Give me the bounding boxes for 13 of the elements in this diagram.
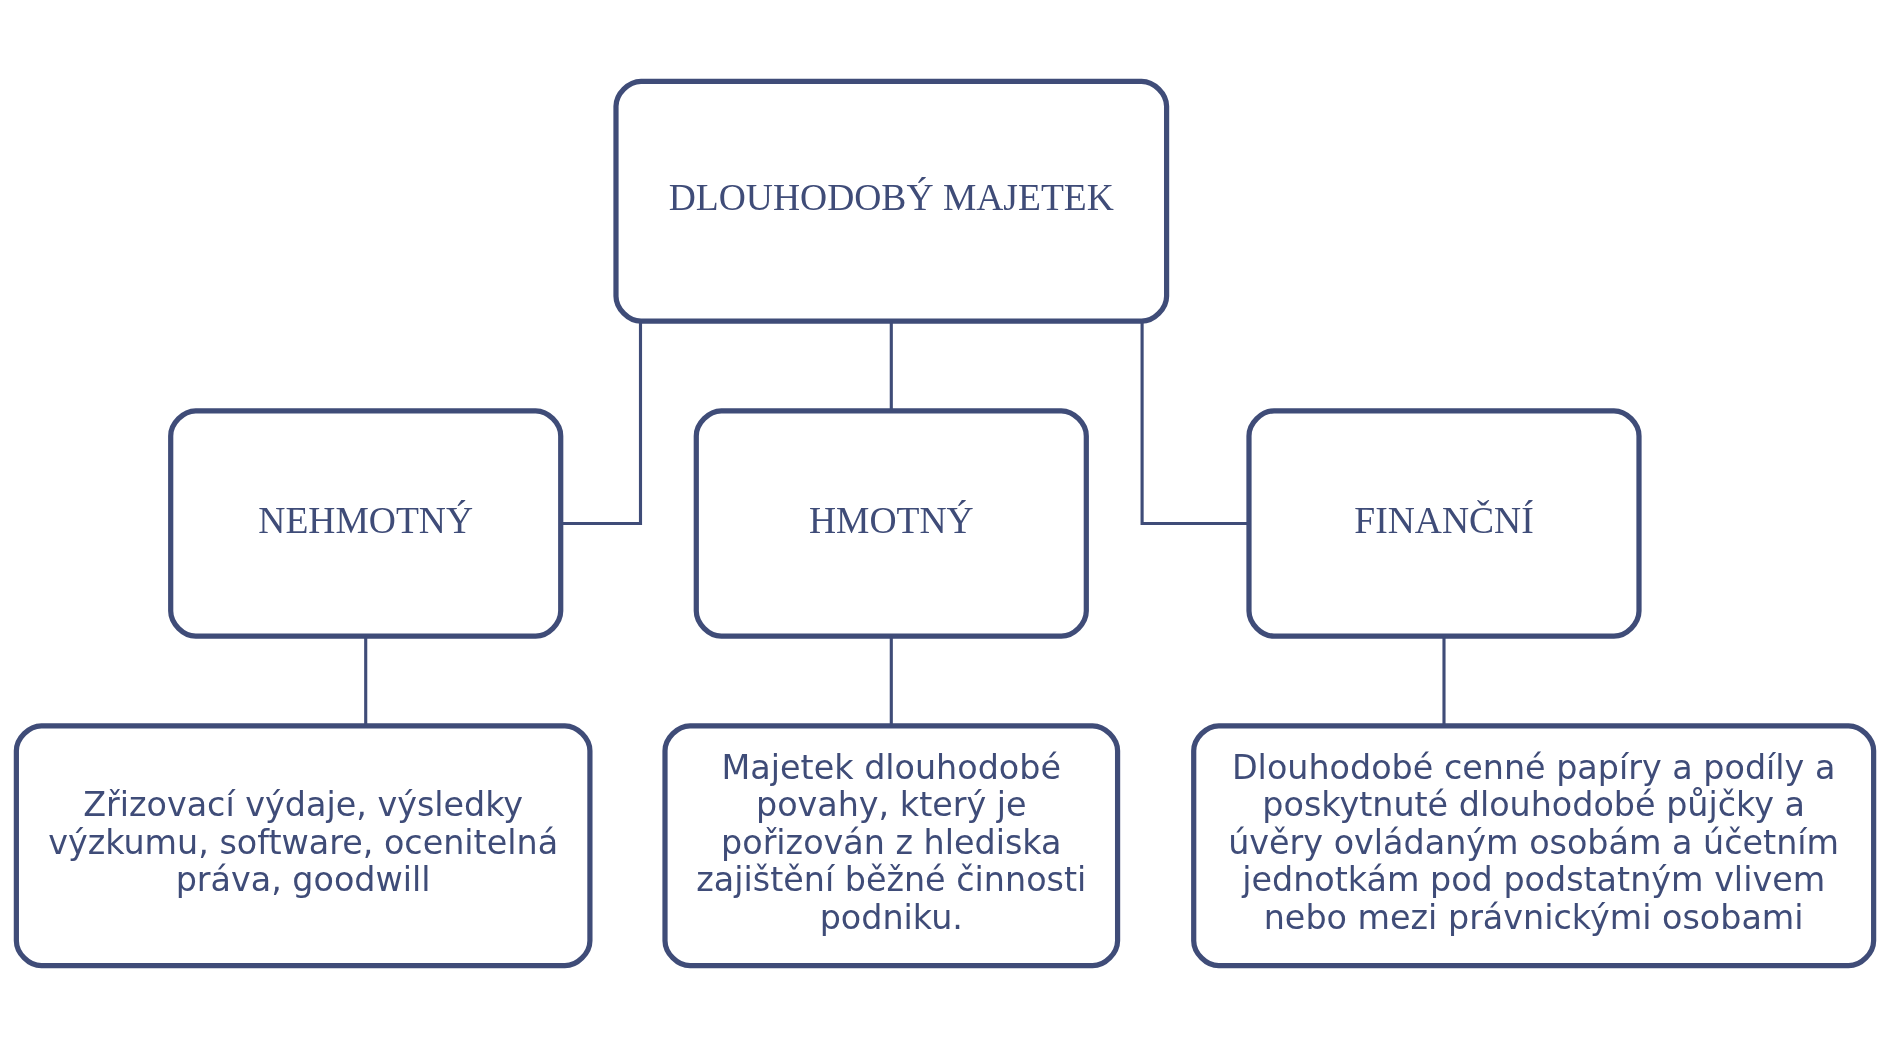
- connector: [561, 321, 643, 526]
- node-box: Dlouhodobé cenné papíry a podíly a poskytnuté dlouhodobé půjčky a úvěry ovládaným osobám a účetním jednotkám pod podstatným vlivem nebo mezi právnickými osobami: [1191, 723, 1877, 969]
- node-box: FINANČNÍ: [1246, 408, 1642, 639]
- connector: [889, 321, 893, 411]
- connector: [1140, 321, 1249, 526]
- connector: [889, 636, 893, 726]
- node-box: DLOUHODOBÝ MAJETEK: [613, 78, 1170, 324]
- node-box: NEHMOTNÝ: [168, 408, 564, 639]
- node-box: Majetek dlouhodobé povahy, který je pořizován z hlediska zajištění běžné činnosti podniku.: [662, 723, 1121, 969]
- node-box: Zřizovací výdaje, výsledky výzkumu, software, ocenitelná práva, goodwill: [13, 723, 593, 969]
- node-box: HMOTNÝ: [693, 408, 1089, 639]
- connector: [364, 636, 368, 726]
- connector: [1442, 636, 1446, 726]
